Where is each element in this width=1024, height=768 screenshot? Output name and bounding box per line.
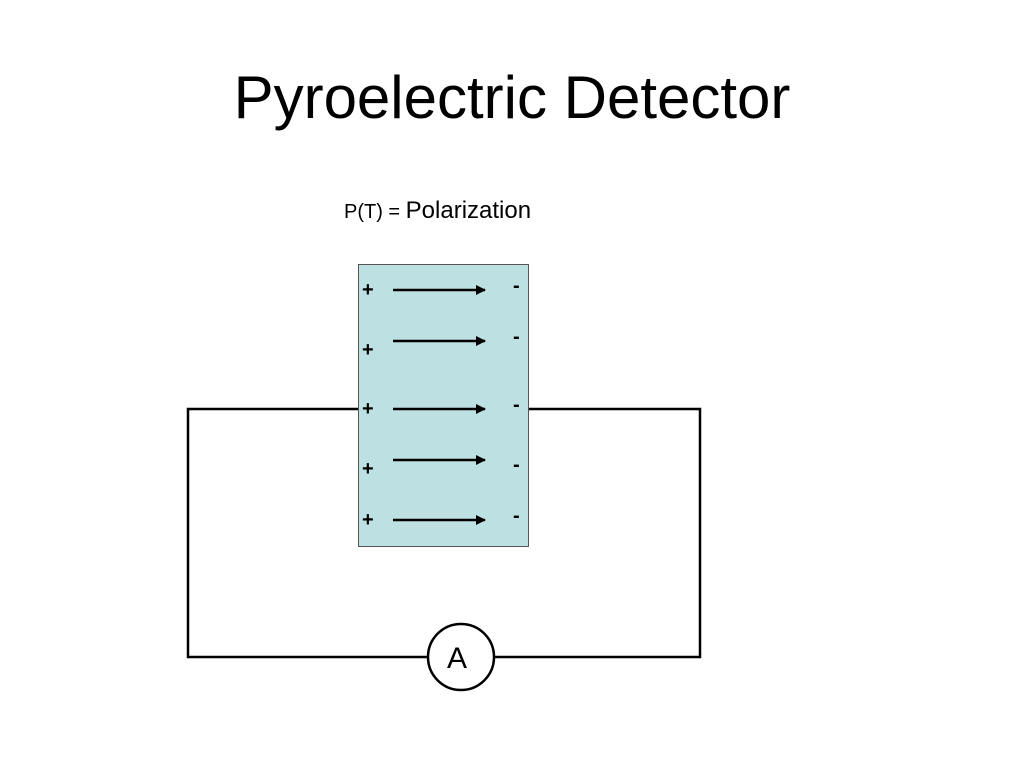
polarization-formula: P(T) = Polarization xyxy=(344,196,531,229)
positive-charge: + xyxy=(362,339,374,361)
slide-title: Pyroelectric Detector xyxy=(233,64,791,131)
negative-charge: - xyxy=(513,326,520,348)
formula-lhs: P(T) = xyxy=(344,201,406,223)
positive-charge: + xyxy=(362,279,374,301)
positive-charge: + xyxy=(362,458,374,480)
ammeter-circle xyxy=(426,622,496,692)
negative-charges: - - - - - xyxy=(513,275,520,527)
polarization-arrows xyxy=(393,285,486,525)
left-wire xyxy=(186,407,428,659)
formula-rhs: Polarization xyxy=(405,197,532,224)
circuit-wire xyxy=(186,407,702,659)
negative-charge: - xyxy=(513,454,520,476)
negative-charge: - xyxy=(513,275,520,297)
positive-charge: + xyxy=(362,398,374,420)
negative-charge: - xyxy=(513,505,520,527)
ammeter-label: A xyxy=(447,642,467,675)
pyroelectric-crystal xyxy=(358,264,529,547)
ammeter: A xyxy=(426,622,496,692)
positive-charges: + + + + + xyxy=(362,279,374,531)
negative-charge: - xyxy=(513,394,520,416)
positive-charge: + xyxy=(362,509,374,531)
right-wire xyxy=(494,407,702,659)
